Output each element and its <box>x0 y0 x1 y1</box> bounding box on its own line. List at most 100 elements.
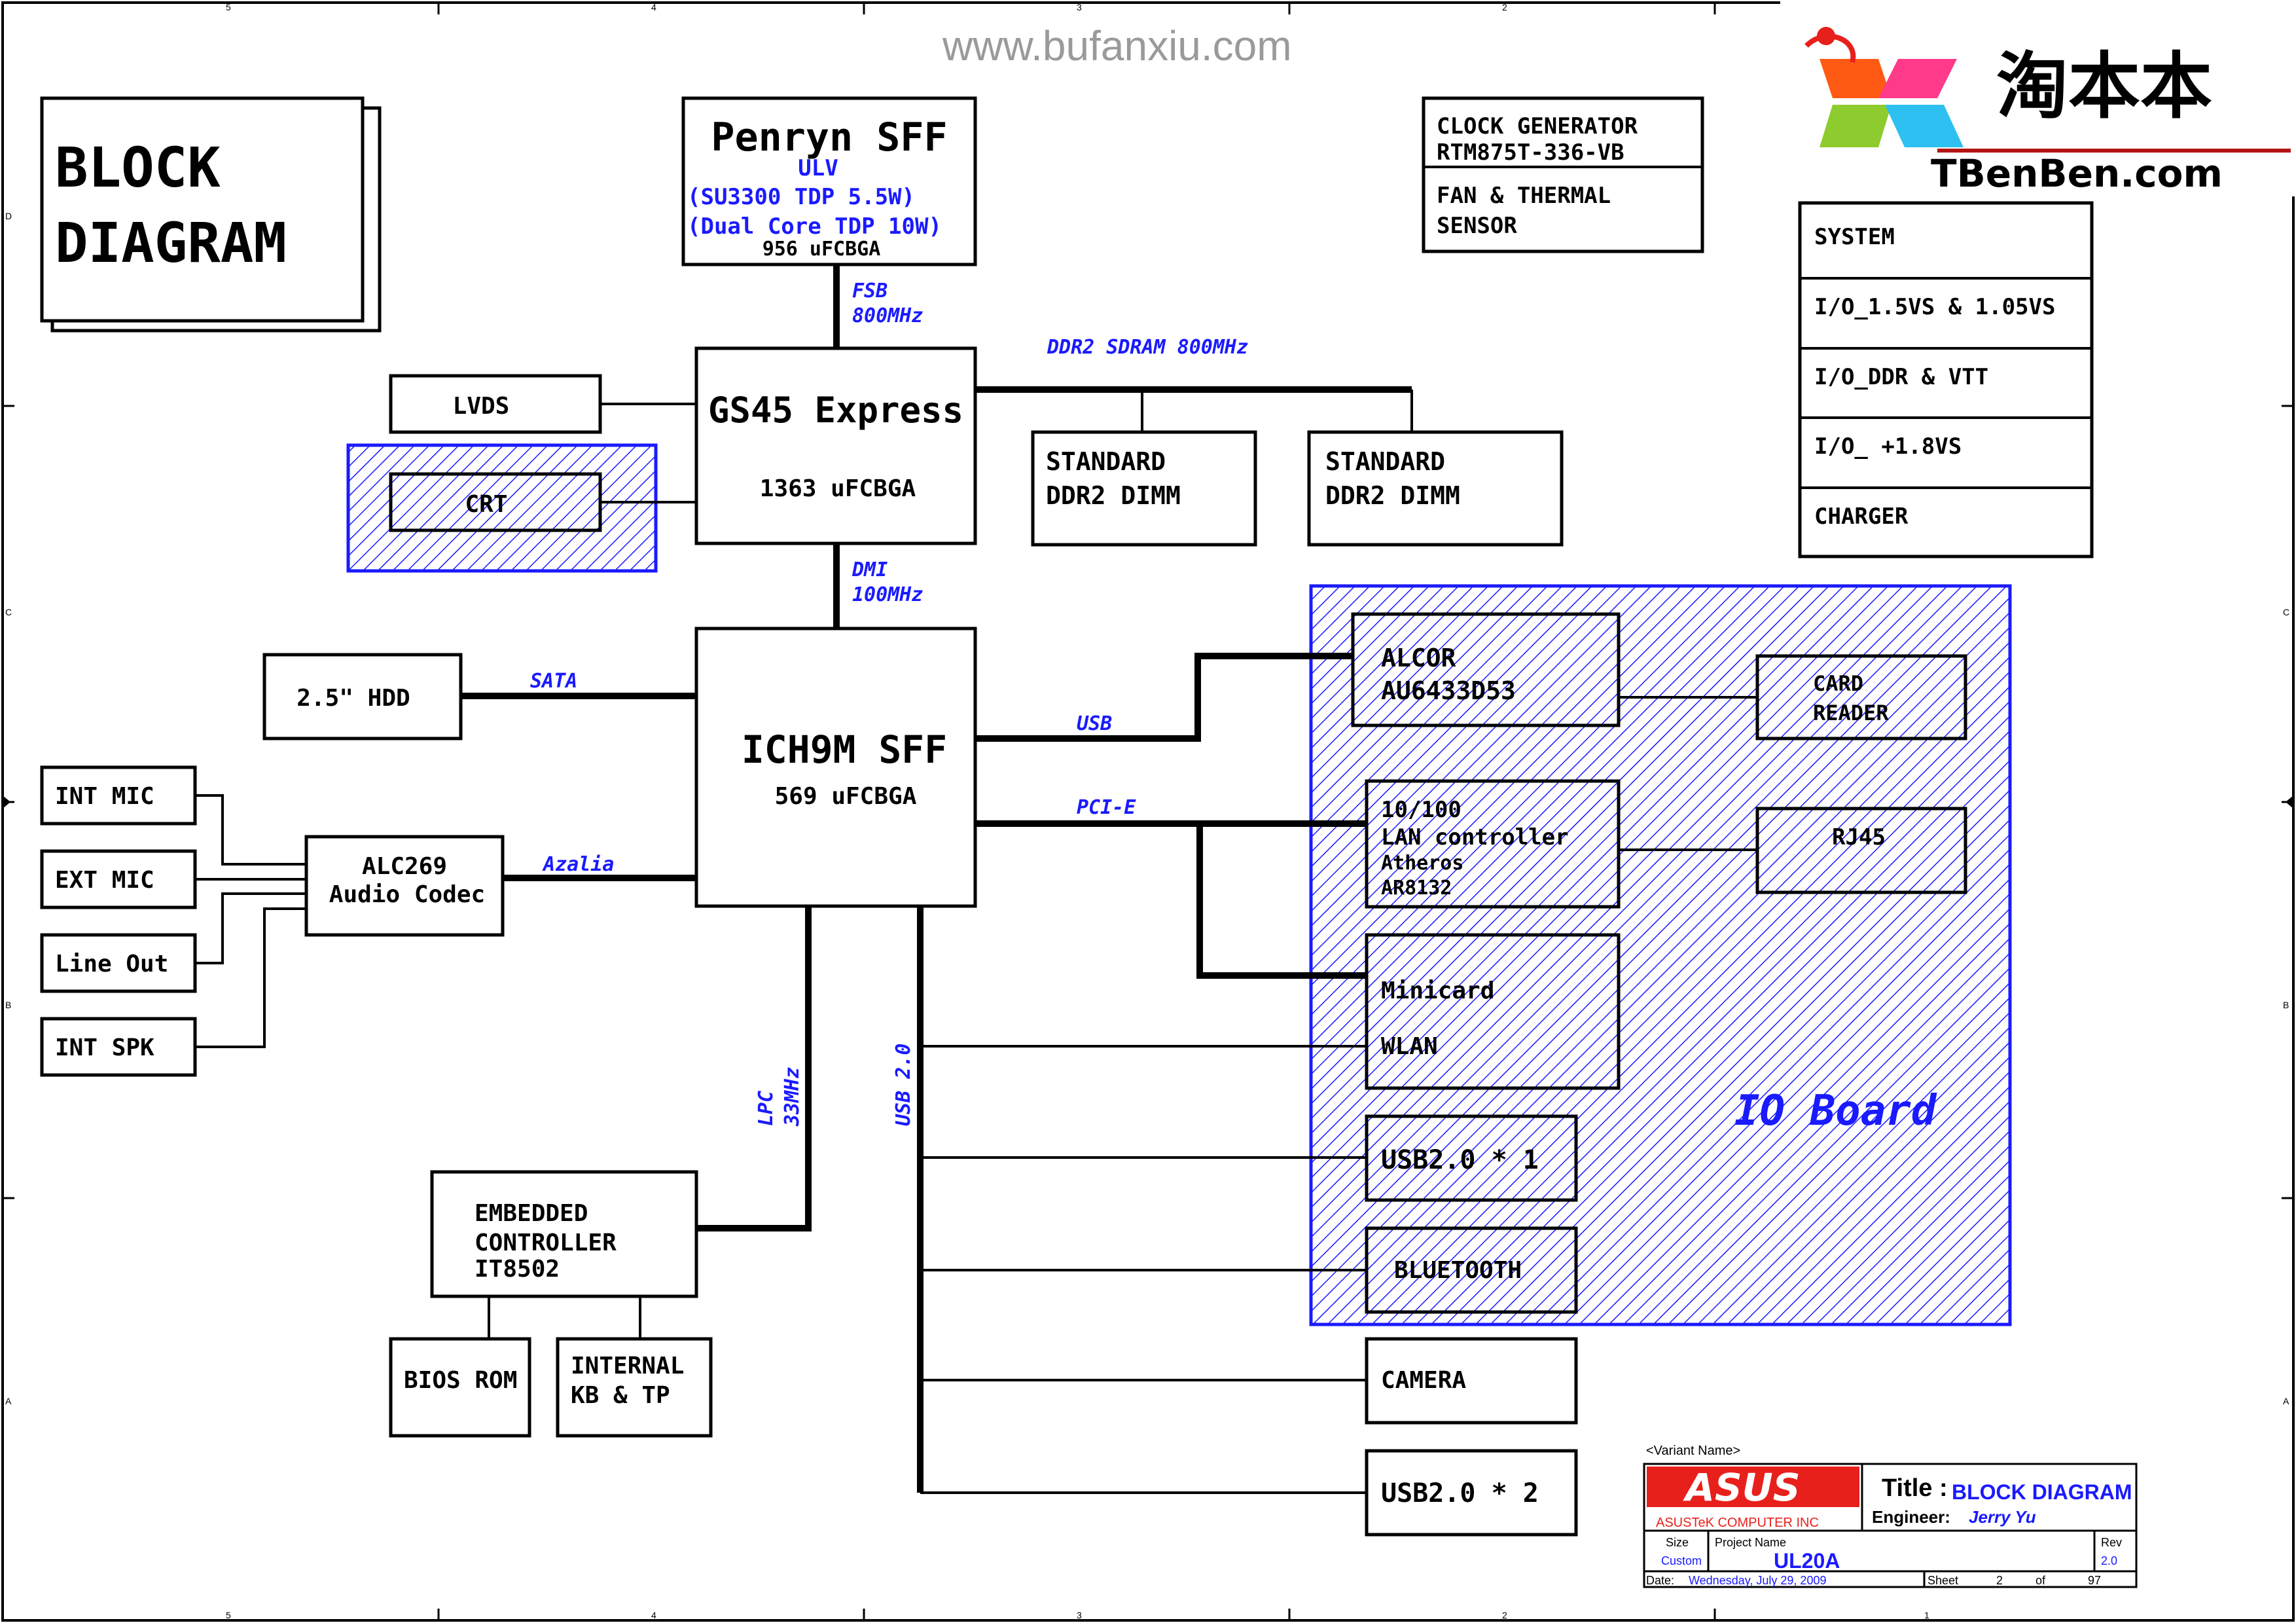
dmi-label: DMI <box>852 558 888 581</box>
lan-line3: Atheros <box>1381 852 1463 875</box>
kb-line2: KB & TP <box>571 1382 670 1409</box>
southbridge-block: ICH9M SFF 569 uFCBGA <box>694 627 977 908</box>
border-row-a: A <box>5 1396 12 1406</box>
usb-bus <box>975 653 1353 742</box>
power-system: SYSTEM <box>1814 224 1895 250</box>
engineer-value: Jerry Yu <box>1969 1507 2036 1527</box>
card-reader-line1: CARD <box>1813 671 1863 696</box>
camera-label: CAMERA <box>1381 1367 1466 1394</box>
power-io-1-5vs: I/O_1.5VS & 1.05VS <box>1814 294 2055 320</box>
ec-box <box>430 1170 698 1298</box>
power-list: SYSTEM I/O_1.5VS & 1.05VS I/O_DDR & VTT … <box>1798 201 2094 558</box>
logo-pink-tile <box>1878 59 1957 98</box>
dimm1-line1: STANDARD <box>1046 447 1166 476</box>
tbenben-logo: 淘本本 TBenBen.com <box>1780 0 2296 196</box>
title-label: Title : <box>1882 1474 1948 1502</box>
ddr-label: DDR2 SDRAM 800MHz <box>1047 336 1248 359</box>
usb20-label: USB 2.0 <box>892 1044 915 1126</box>
lan-box <box>1365 779 1621 909</box>
cpu-pkg: 956 uFCBGA <box>762 238 881 261</box>
dimm1-line2: DDR2 DIMM <box>1046 481 1181 510</box>
sheet-label: Sheet <box>1928 1574 1958 1587</box>
logo-figure-icon <box>1804 33 1856 64</box>
title-block: <Variant Name> ASUS ASUSTeK COMPUTER INC… <box>1643 1444 2138 1588</box>
border-row-a-right: A <box>2283 1396 2289 1406</box>
cpu-ulv: ULV <box>798 155 838 181</box>
border-row-b-right: B <box>2283 1000 2289 1010</box>
size-value: Custom <box>1661 1554 1702 1567</box>
lan-line4: AR8132 <box>1381 877 1452 900</box>
io-board-label: IO Board <box>1734 1087 1937 1135</box>
asus-logo-bg <box>1647 1467 1859 1507</box>
clock-line3: FAN & THERMAL <box>1437 183 1611 209</box>
rev-value: 2.0 <box>2101 1554 2117 1567</box>
border-col-2-bottom: 2 <box>1502 1610 1507 1620</box>
date-value: Wednesday, July 29, 2009 <box>1689 1574 1826 1587</box>
sheet-value: 2 <box>1996 1574 2003 1587</box>
logo-domain-text: TBenBen.com <box>1931 151 2223 196</box>
usb2-label: USB2.0 * 2 <box>1381 1478 1539 1508</box>
cpu-block: Penryn SFF ULV (SU3300 TDP 5.5W) (Dual C… <box>681 96 977 266</box>
dimm1-box <box>1031 430 1257 547</box>
audio-wires <box>195 794 306 1048</box>
lpc-speed-label: 33MHz <box>781 1067 804 1127</box>
watermark: www.bufanxiu.com <box>942 22 1292 69</box>
logo-cn-text: 淘本本 <box>1996 45 2212 128</box>
border-col-5: 5 <box>226 2 231 12</box>
minicard-line1: Minicard <box>1381 977 1494 1004</box>
logo-cyan-tile <box>1885 105 1964 147</box>
title-box <box>40 96 365 323</box>
usb2-box <box>1365 1449 1578 1537</box>
left-arrow-icon <box>3 795 10 809</box>
card-reader-line2: READER <box>1813 701 1889 725</box>
bios-rom-box <box>389 1337 531 1438</box>
sb-pkg: 569 uFCBGA <box>775 783 917 810</box>
alcor-line2: AU6433D53 <box>1381 676 1516 705</box>
cpu-name: Penryn SFF <box>711 115 947 160</box>
clock-generator-block: CLOCK GENERATOR RTM875T-336-VB FAN & THE… <box>1422 96 1704 253</box>
border-row-c-right: C <box>2283 607 2289 617</box>
pcie-minicard-branch <box>1196 824 1367 979</box>
ext-mic-label: EXT MIC <box>55 867 154 894</box>
power-io-1-8vs: I/O_ +1.8VS <box>1814 433 1962 460</box>
project-value: UL20A <box>1774 1549 1840 1573</box>
lpc-bus <box>696 906 812 1231</box>
bios-rom-label: BIOS ROM <box>404 1367 517 1394</box>
fsb-speed-label: 800MHz <box>852 304 923 327</box>
border-col-2: 2 <box>1502 2 1507 12</box>
minicard-box <box>1365 933 1621 1090</box>
power-charger: CHARGER <box>1814 503 1909 530</box>
sb-name: ICH9M SFF <box>742 727 947 772</box>
asus-logo: ASUS <box>1683 1465 1801 1510</box>
cpu-tdp2: (Dual Core TDP 10W) <box>687 213 942 240</box>
clock-line1: CLOCK GENERATOR <box>1437 113 1638 139</box>
ec-line3: IT8502 <box>475 1256 560 1283</box>
logo-orange-tile <box>1820 59 1892 98</box>
usb-label: USB <box>1077 712 1112 735</box>
clock-line4: SENSOR <box>1437 213 1517 239</box>
title-line2: DIAGRAM <box>55 211 287 275</box>
int-spk-label: INT SPK <box>55 1034 154 1061</box>
usb1-label: USB2.0 * 1 <box>1381 1145 1539 1175</box>
audio-codec-box <box>304 835 505 937</box>
sata-label: SATA <box>530 670 577 693</box>
border-row-c: C <box>5 607 12 617</box>
title-value: BLOCK DIAGRAM <box>1952 1480 2132 1504</box>
border-row-b: B <box>5 1000 11 1010</box>
alcor-line1: ALCOR <box>1381 644 1456 672</box>
engineer-label: Engineer: <box>1872 1507 1950 1527</box>
ec-line1: EMBEDDED <box>475 1200 588 1227</box>
kb-tp-box <box>556 1337 713 1438</box>
codec-line2: Audio Codec <box>329 881 485 908</box>
line-out-label: Line Out <box>55 951 168 977</box>
lvds-box <box>389 374 602 434</box>
camera-box <box>1365 1337 1578 1425</box>
hdd-box <box>262 653 463 740</box>
hdd-label: 2.5" HDD <box>296 685 410 712</box>
minicard-line2: WLAN <box>1381 1033 1438 1060</box>
logo-green-tile <box>1820 105 1892 147</box>
codec-line1: ALC269 <box>362 853 447 880</box>
project-label: Project Name <box>1715 1536 1786 1549</box>
